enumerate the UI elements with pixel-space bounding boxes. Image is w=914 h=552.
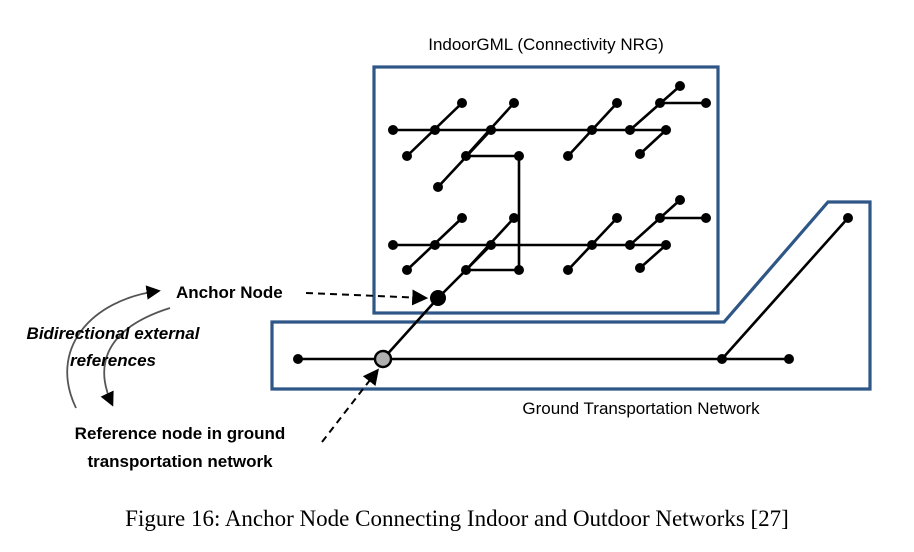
- indoor-node: [457, 98, 467, 108]
- figure-caption: Figure 16: Anchor Node Connecting Indoor…: [125, 506, 789, 531]
- indoor-node: [486, 240, 496, 250]
- anchor-node: [430, 290, 446, 306]
- indoor-node: [675, 195, 685, 205]
- indoor-network-box: [372, 65, 720, 315]
- ground-node: [293, 354, 303, 364]
- room-edge: [628, 84, 682, 132]
- indoor-node: [635, 149, 645, 159]
- bidirectional-arrow-down: [100, 307, 171, 407]
- ground-node: [843, 213, 853, 223]
- indoor-node: [587, 125, 597, 135]
- anchor-to-ground-edge: [381, 296, 440, 361]
- indoor-node: [388, 240, 398, 250]
- indoor-node: [661, 240, 671, 250]
- indoor-node: [461, 265, 471, 275]
- indoor-node: [675, 81, 685, 91]
- ground-node: [784, 354, 794, 364]
- indoor-node: [625, 125, 635, 135]
- indoor-node: [701, 98, 711, 108]
- indoor-node: [625, 240, 635, 250]
- bidirectional-arrow-up: [66, 285, 161, 409]
- indoor-node: [461, 151, 471, 161]
- indoor-node: [509, 98, 519, 108]
- room-edge: [638, 128, 668, 156]
- indoor-node: [563, 265, 573, 275]
- indoor-lower-floor-graph: [388, 195, 711, 300]
- indoor-node: [388, 125, 398, 135]
- bidirectional-label-line2: references: [70, 351, 156, 370]
- indoor-node: [612, 98, 622, 108]
- indoor-node: [430, 125, 440, 135]
- ground-network-graph: [293, 213, 853, 364]
- indoor-node: [430, 240, 440, 250]
- indoor-node: [457, 213, 467, 223]
- indoor-node: [655, 213, 665, 223]
- ground-node: [717, 354, 727, 364]
- road-edge: [720, 216, 850, 361]
- indoor-upper-floor-graph: [388, 81, 711, 272]
- indoor-node: [402, 151, 412, 161]
- indoor-network-title: IndoorGML (Connectivity NRG): [428, 35, 664, 54]
- indoor-node: [701, 213, 711, 223]
- indoor-node: [509, 213, 519, 223]
- reference-node-label-line1: Reference node in ground: [75, 424, 286, 443]
- outdoor-network-box: [270, 200, 872, 391]
- indoor-node: [514, 265, 524, 275]
- indoor-node: [563, 151, 573, 161]
- reference-dashed-arrow: [321, 368, 379, 443]
- indoor-node: [486, 125, 496, 135]
- anchor-node-label: Anchor Node: [176, 283, 283, 302]
- room-edge: [638, 243, 668, 270]
- room-edge: [628, 198, 682, 247]
- indoor-node: [655, 98, 665, 108]
- bidirectional-label-line1: Bidirectional external: [27, 324, 201, 343]
- indoor-node: [661, 125, 671, 135]
- reference-node-label-line2: transportation network: [87, 452, 273, 471]
- outdoor-network-title: Ground Transportation Network: [522, 399, 760, 418]
- indoor-node: [514, 151, 524, 161]
- indoor-node: [635, 263, 645, 273]
- indoor-node: [587, 240, 597, 250]
- indoor-node: [402, 265, 412, 275]
- indoor-node: [433, 182, 443, 192]
- indoor-node: [612, 213, 622, 223]
- reference-node: [373, 349, 393, 369]
- anchor-dashed-arrow: [305, 289, 429, 306]
